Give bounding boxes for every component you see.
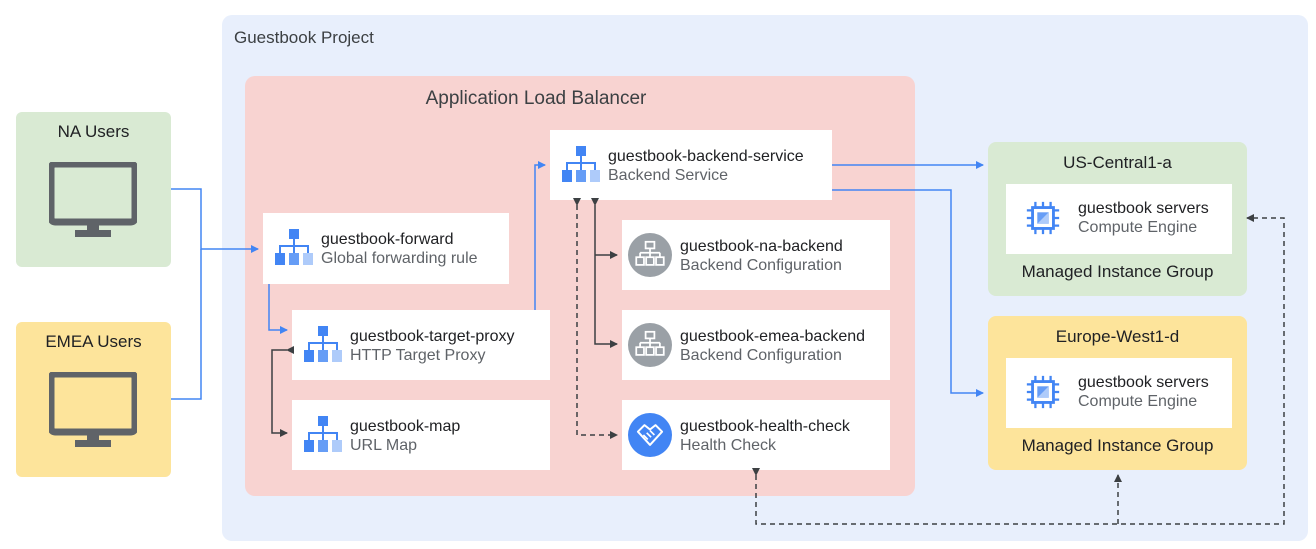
na-users-connector (171, 188, 259, 253)
us-central-servers-name: guestbook servers (1078, 200, 1209, 217)
backend-service-card[interactable]: guestbook-backend-service Backend Servic… (550, 130, 832, 200)
url-map-name: guestbook-map (350, 418, 461, 435)
health-check-connector (573, 198, 618, 439)
load-balancer-title: Application Load Balancer (425, 88, 647, 109)
backend-config-icon (628, 233, 672, 277)
load-balancing-icon (304, 326, 342, 362)
forward-to-proxy-connector (268, 284, 288, 334)
forwarding-rule-type: Global forwarding rule (321, 250, 478, 267)
forwarding-rule-card[interactable]: guestbook-forward Global forwarding rule (263, 213, 509, 284)
us-central-zone-title: US-Central1-a (1063, 153, 1172, 172)
target-proxy-card[interactable]: guestbook-target-proxy HTTP Target Proxy (292, 310, 550, 380)
backend-to-europe-west-connector (832, 189, 984, 397)
forwarding-rule-name: guestbook-forward (321, 231, 454, 248)
proxy-to-backend-connector (534, 161, 546, 310)
na-users-label: NA Users (57, 122, 130, 141)
url-map-type: URL Map (350, 437, 417, 454)
url-map-card[interactable]: guestbook-map URL Map (292, 400, 550, 470)
backend-service-type: Backend Service (608, 167, 729, 184)
backend-config-connector (591, 198, 618, 348)
load-balancing-icon (304, 416, 342, 452)
target-proxy-type: HTTP Target Proxy (350, 347, 486, 364)
target-proxy-name: guestbook-target-proxy (350, 328, 515, 345)
monitor-icon (49, 372, 137, 447)
emea-users-connector (171, 249, 202, 400)
health-check-servers-connector (752, 214, 1285, 525)
project-title: Guestbook Project (234, 28, 374, 47)
proxy-map-connector (271, 346, 294, 437)
emea-users-box: EMEA Users (16, 322, 171, 477)
emea-users-label: EMEA Users (45, 332, 142, 351)
health-check-icon (628, 413, 672, 457)
load-balancing-icon (562, 146, 600, 182)
na-users-box: NA Users (16, 112, 171, 267)
monitor-icon (49, 162, 137, 237)
backend-service-name: guestbook-backend-service (608, 148, 804, 165)
load-balancing-icon (275, 229, 313, 265)
backend-config-icon (628, 323, 672, 367)
